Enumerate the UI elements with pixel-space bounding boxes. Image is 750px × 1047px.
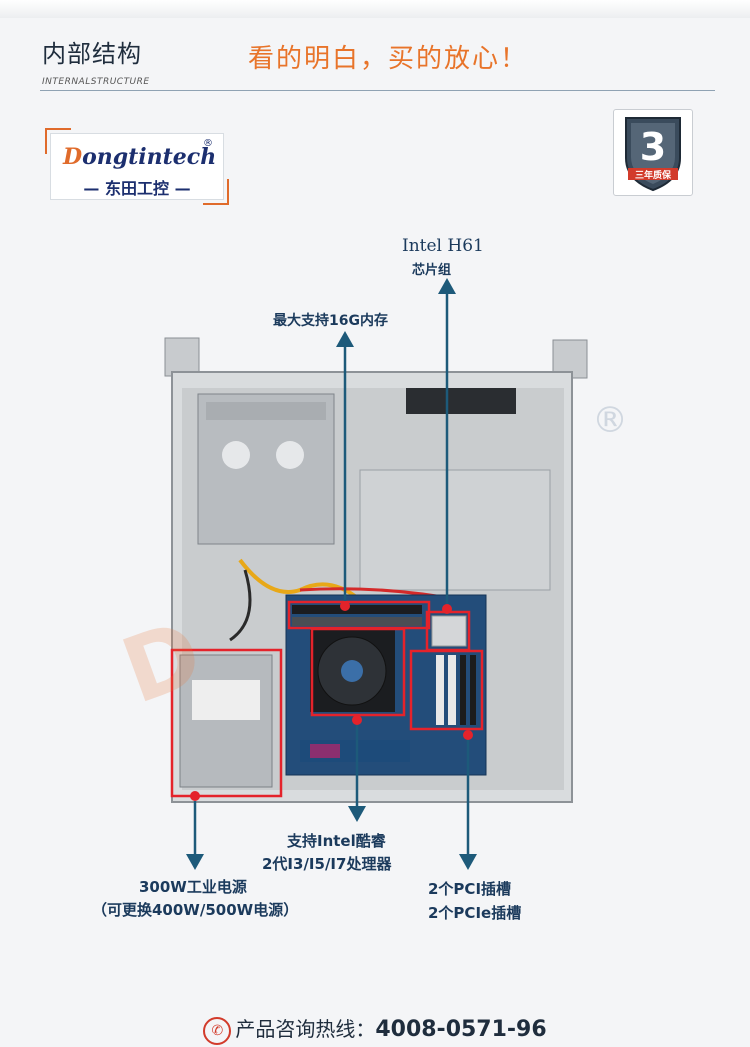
psu-label-2: （可更换400W/500W电源） [92,901,299,919]
brand-logo: Dongtintech ® — 东田工控 — [45,128,229,205]
section-subtitle: INTERNALSTRUCTURE [42,77,150,87]
slots-label-1: 2个PCI插槽 [428,880,512,898]
top-gradient-bar [0,0,750,18]
memory-arrow-head [336,331,354,347]
slogan: 看的明白，买的放心！ [248,44,529,74]
slots-arrow-head [459,854,477,870]
logo-corner-top [45,128,71,154]
svg-text:三年质保: 三年质保 [635,169,672,181]
cpu-label-1: 支持Intel酷睿 [287,832,386,850]
cpu-label-2: 2代I3/I5/I7处理器 [262,855,392,873]
chipset-label-cn: 芯片组 [412,263,452,278]
psu-label-1: 300W工业电源 [139,878,247,896]
cpu-arrow-head [348,806,366,822]
hotline-label: 产品咨询热线： [235,1017,376,1041]
slots-label-2: 2个PCIe插槽 [428,904,522,922]
chipset-label: Intel H61 [402,236,484,256]
cpu-highlight [310,627,406,717]
logo-cn-name: — 东田工控 — [83,179,191,198]
left-handle [164,337,200,377]
logo-registered-mark: ® [203,138,213,149]
memory-label: 最大支持16G内存 [273,313,388,329]
logo-wordmark: Dongtintech [63,144,217,170]
psu-arrow-head [186,854,204,870]
header-divider [40,90,715,91]
shield-icon: 3 三年质保 [625,117,681,192]
slots-highlight [409,649,484,731]
power-supply [179,654,273,788]
section-title: 内部结构 [42,40,142,68]
chipset-heatsink [431,615,467,647]
watermark-registered: ® [592,400,628,441]
svg-text:3: 3 [640,125,666,169]
chipset-arrow-head [438,278,456,294]
hotline-footer: ✆产品咨询热线：4008-0571-96 [0,1013,750,1045]
psu-highlight [170,648,283,798]
logo-corner-bottom [203,179,229,205]
phone-icon: ✆ [203,1016,232,1045]
warranty-badge: 3 三年质保 [613,109,693,196]
rear-fan [406,388,516,414]
hotline-number[interactable]: 4008-0571-96 [375,1017,547,1042]
